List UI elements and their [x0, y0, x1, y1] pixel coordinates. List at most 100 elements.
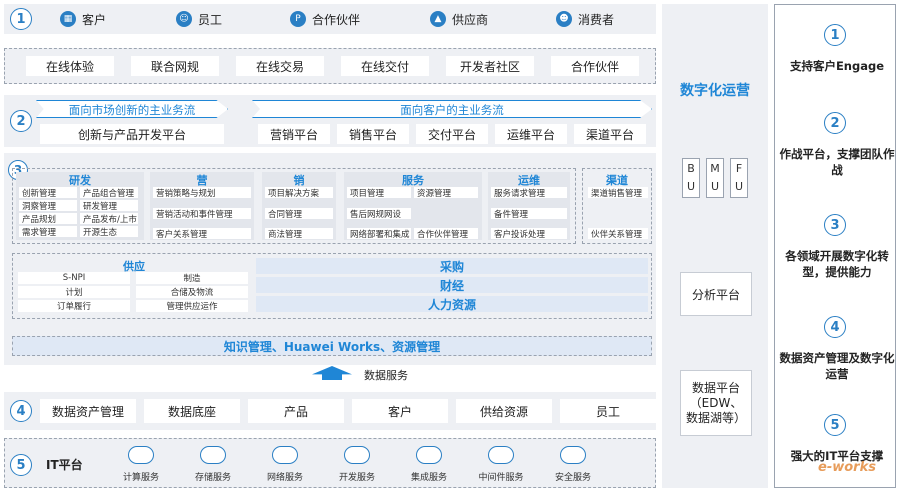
consumer-icon: ☻: [556, 11, 572, 27]
rd-cell: 开源生态: [80, 226, 138, 238]
data-platform-line: （EDW、: [689, 395, 743, 410]
benefit-number-1: 2: [824, 112, 846, 134]
supply-cell: 制造: [136, 272, 248, 284]
ops-cell: 客户投诉处理: [491, 228, 567, 240]
supply-cell: 管理供应运作: [136, 300, 248, 312]
supplier-icon: ▲: [430, 11, 446, 27]
bu-top: B: [687, 162, 695, 175]
mkt-cell: 营销策略与规划: [153, 187, 251, 199]
channel-item: 联合网规: [131, 56, 219, 76]
data-item: 员工: [560, 399, 656, 423]
it-service-1: 存储服务: [194, 473, 231, 483]
platform-item: 销售平台: [337, 124, 409, 144]
data-platform-line: 数据湖等）: [685, 410, 746, 425]
supply-cell: 计划: [18, 286, 130, 298]
supply-support-area: [12, 253, 652, 319]
supply-title: 供应: [123, 260, 145, 273]
innovation-platform: 创新与产品开发平台: [40, 124, 224, 144]
rd-cell: 需求管理: [19, 226, 77, 238]
stakeholder-0: 客户: [82, 13, 107, 27]
channel-item: 合作伙伴: [551, 56, 639, 76]
row5-number: 5: [10, 454, 32, 476]
network-cloud-icon: [272, 446, 298, 464]
benefit-number-3: 4: [824, 316, 846, 338]
channel-cell: 渠道销售管理: [588, 187, 648, 199]
employee-icon: ☺: [176, 11, 192, 27]
benefit-text-1: 作战平台，支撑团队作战: [779, 147, 895, 177]
stakeholder-1: 员工: [198, 13, 223, 27]
it-service-3: 开发服务: [338, 473, 375, 483]
benefit-text-3: 数据资产管理及数字化运营: [779, 351, 895, 381]
data-item: 客户: [352, 399, 448, 423]
rd-cell: 产品组合管理: [80, 187, 138, 199]
platform-item: 交付平台: [416, 124, 488, 144]
service-cell: 资源管理: [414, 187, 478, 199]
mkt-cell: 客户关系管理: [153, 228, 251, 240]
rd-title: 研发: [69, 174, 91, 187]
mkt-cell: 营销活动和事件管理: [153, 208, 251, 220]
benefit-text-2: 各领域开展数字化转型，提供能力: [785, 249, 889, 279]
stakeholder-3: 供应商: [452, 13, 489, 27]
building-icon: ▦: [60, 11, 76, 27]
data-service-label: 数据服务: [364, 369, 408, 382]
up-arrow-icon: [312, 366, 352, 380]
knowledge-bar: 知识管理、Huawei Works、资源管理: [12, 336, 652, 356]
integration-cloud-icon: [416, 446, 442, 464]
data-platform-line: 数据平台: [691, 380, 740, 395]
row1-number: 1: [10, 8, 32, 30]
left-flow-label: 面向市场创新的主业务流: [68, 103, 196, 117]
data-platform: 数据平台（EDW、数据湖等）: [680, 370, 752, 436]
service-cell: 合作伙伴管理: [414, 228, 478, 240]
watermark-logo: e-works: [818, 460, 876, 475]
dev-cloud-icon: [344, 446, 370, 464]
rd-cell: 产品发布/上市: [80, 213, 138, 225]
platform-item: 运维平台: [495, 124, 567, 144]
security-cloud-icon: [560, 446, 586, 464]
rd-cell: 研发管理: [80, 200, 138, 212]
right-flow-label: 面向客户的主业务流: [400, 103, 504, 117]
service-cell: 售后网规网设: [347, 208, 411, 220]
channel-cell: 伙伴关系管理: [588, 228, 648, 240]
supply-cell: S-NPI: [18, 272, 130, 284]
sales-title: 销: [293, 174, 305, 187]
ops-cell: 服务请求管理: [491, 187, 567, 199]
platform-item: 渠道平台: [574, 124, 646, 144]
row4-number: 4: [10, 400, 32, 422]
channel-title: 渠道: [606, 174, 628, 187]
it-platform-title: IT平台: [46, 458, 83, 472]
channel-item: 开发者社区: [446, 56, 534, 76]
supply-cell: 订单履行: [18, 300, 130, 312]
channel-domain-area: [582, 168, 652, 244]
it-service-5: 中间件服务: [478, 473, 524, 483]
service-title: 服务: [402, 174, 424, 187]
platform-item: 营销平台: [258, 124, 330, 144]
supply-cell: 合储及物流: [136, 286, 248, 298]
it-service-4: 集成服务: [410, 473, 447, 483]
ops-title: 数字化运营: [680, 83, 750, 99]
service-cell: 项目管理: [347, 187, 411, 199]
middleware-cloud-icon: [488, 446, 514, 464]
row2-number: 2: [10, 110, 32, 132]
storage-cloud-icon: [200, 446, 226, 464]
mu-top: M: [710, 162, 720, 175]
support-item: 人力资源: [256, 296, 648, 312]
stakeholder-2: 合作伙伴: [312, 13, 361, 27]
benefit-number-0: 1: [824, 24, 846, 46]
analysis-platform: 分析平台: [680, 272, 752, 316]
benefit-column: [774, 4, 896, 488]
mu-box: [706, 158, 724, 198]
data-item: 数据底座: [144, 399, 240, 423]
mu-bottom: U: [710, 180, 720, 193]
fu-box: [730, 158, 748, 198]
domains-area: [12, 168, 576, 244]
fu-top: F: [735, 162, 743, 175]
bu-bottom: U: [686, 180, 696, 193]
fu-bottom: U: [734, 180, 744, 193]
data-item: 产品: [248, 399, 344, 423]
bu-box: [682, 158, 700, 198]
benefit-text-4: 强大的IT平台支撑: [790, 449, 884, 463]
support-item: 财经: [256, 277, 648, 293]
benefit-number-4: 5: [824, 414, 846, 436]
partner-icon: P: [290, 11, 306, 27]
data-item: 供给资源: [456, 399, 552, 423]
